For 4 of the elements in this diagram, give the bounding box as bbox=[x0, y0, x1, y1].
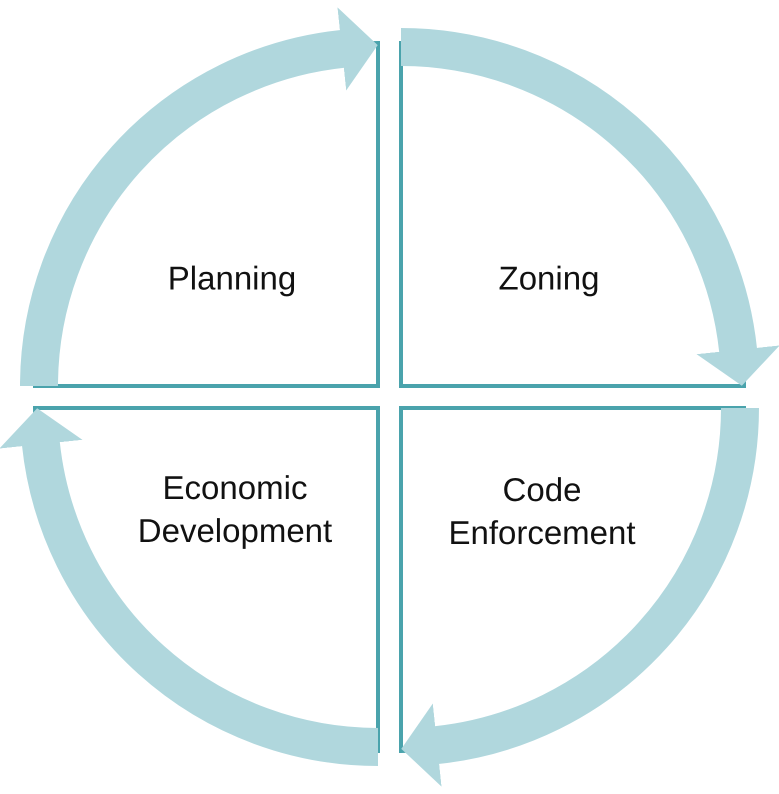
sector-label: Planning bbox=[166, 258, 298, 299]
sector-label: Code Enforcement bbox=[447, 470, 637, 553]
sector-label: Zoning bbox=[498, 258, 600, 299]
sector-label: Economic Development bbox=[136, 468, 334, 551]
